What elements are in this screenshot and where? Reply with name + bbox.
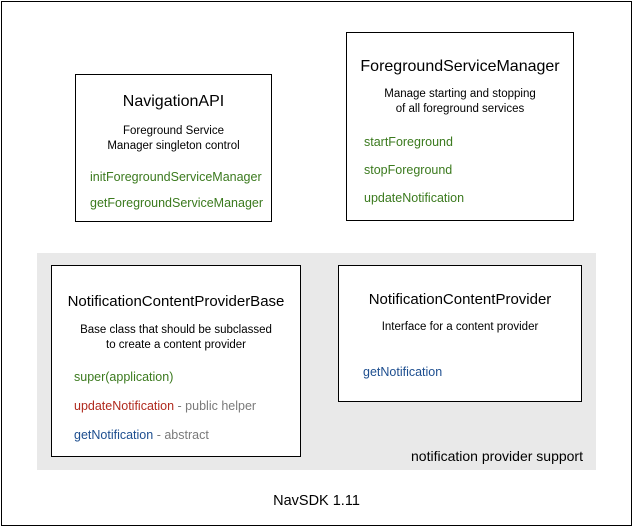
description-line: Interface for a content provider <box>381 321 539 333</box>
method-updateNotification: updateNotification <box>364 191 465 205</box>
class-box-notification-content-provider-base: NotificationContentProviderBase Base cla… <box>51 265 301 457</box>
class-description: Foreground Service Manager singleton con… <box>76 124 271 154</box>
method-updateNotification: updateNotification - public helper <box>74 399 257 413</box>
method-initForegroundServiceManager: initForegroundServiceManager <box>90 170 262 184</box>
method-getNotification: getNotification <box>363 365 443 379</box>
description-line: to create a content provider <box>106 339 246 351</box>
method-stopForeground: stopForeground <box>364 163 453 177</box>
class-box-navigation-api: NavigationAPI Foreground Service Manager… <box>75 74 272 222</box>
class-box-notification-content-provider: NotificationContentProvider Interface fo… <box>338 265 582 402</box>
sdk-version-label: NavSDK 1.11 <box>273 493 360 509</box>
description-line: Base class that should be subclassed <box>80 324 272 336</box>
class-title-notification-content-provider-base: NotificationContentProviderBase <box>67 293 285 310</box>
description-line: Manage starting and stopping <box>384 88 536 100</box>
description-line: Foreground Service <box>123 125 224 137</box>
class-description: Base class that should be subclassed to … <box>52 323 300 353</box>
class-box-foreground-service-manager: ForegroundServiceManager Manage starting… <box>346 32 574 221</box>
method-list: getNotification <box>339 365 581 380</box>
method-list: initForegroundServiceManager getForegrou… <box>76 170 271 211</box>
method-super-application: super(application) <box>74 370 174 384</box>
method-startForeground: startForeground <box>364 135 453 149</box>
method-list: startForeground stopForeground updateNot… <box>347 135 573 206</box>
class-title-foreground-service-manager: ForegroundServiceManager <box>360 58 560 75</box>
class-description: Manage starting and stopping of all fore… <box>347 87 573 117</box>
description-line: Manager singleton control <box>107 140 240 152</box>
description-line: of all foreground services <box>395 103 525 115</box>
class-title-navigation-api: NavigationAPI <box>122 93 225 110</box>
class-description: Interface for a content provider <box>339 320 581 335</box>
method-getNotification: getNotification - abstract <box>74 428 209 442</box>
method-getForegroundServiceManager: getForegroundServiceManager <box>90 196 264 210</box>
class-title-notification-content-provider: NotificationContentProvider <box>368 291 552 308</box>
panel-label: notification provider support <box>411 448 583 464</box>
method-list: super(application) updateNotification - … <box>52 370 300 443</box>
